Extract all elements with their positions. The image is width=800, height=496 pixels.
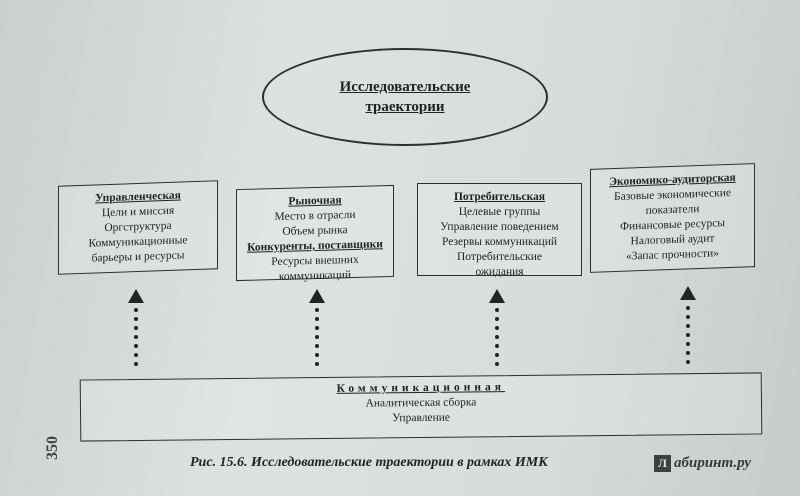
box-line: Резервы коммуникаций	[441, 236, 558, 248]
dotted-connector	[495, 308, 499, 371]
box-line: Целевые группы	[458, 206, 541, 218]
arrow-up-icon	[489, 289, 505, 303]
arrow-up-icon	[128, 289, 144, 303]
box-market: Рыночная Место в отрасли Объем рынка Кон…	[236, 184, 394, 283]
box-economic-audit: Экономико-аудиторская Базовые экономичес…	[590, 163, 755, 273]
box-line: Управление поведением	[440, 221, 559, 233]
watermark-text: абиринт.ру	[674, 455, 752, 471]
center-title-line2: траектории	[365, 99, 445, 115]
box-consumer: Потребительская Целевые группы Управлени…	[417, 183, 582, 278]
dotted-connector	[315, 308, 319, 371]
central-ellipse: Исследовательские траектории	[262, 48, 548, 146]
box-line: коммуникаций	[278, 269, 352, 283]
arrow-up-icon	[680, 286, 696, 300]
box-title: Потребительская	[453, 191, 546, 203]
center-title-line1: Исследовательские	[339, 79, 471, 95]
box-management: Управленческая Цели и миссия Оргструктур…	[58, 180, 218, 275]
figure-caption: Рис. 15.6. Исследовательские траектории …	[190, 455, 548, 470]
arrow-up-icon	[309, 289, 325, 303]
box-line: ожидания	[475, 266, 524, 278]
dotted-connector	[134, 308, 138, 371]
page-number: 350	[44, 436, 61, 460]
watermark-logo: Л абиринт.ру	[654, 455, 751, 472]
box-line: Потребительские	[457, 251, 542, 263]
base-box-communication: Коммуникационная Аналитическая сборка Уп…	[79, 372, 763, 442]
dotted-connector	[686, 306, 690, 369]
labirint-logo-icon: Л	[654, 455, 671, 472]
